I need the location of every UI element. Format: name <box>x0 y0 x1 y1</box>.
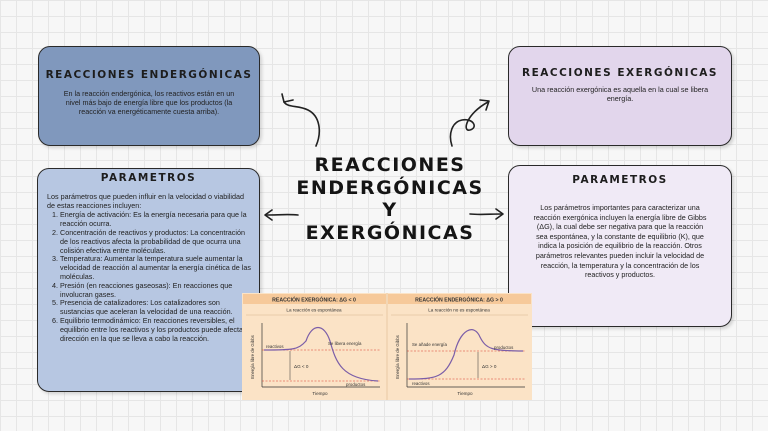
endergonic-card: REACCIONES ENDERGÓNICAS En la reacción e… <box>38 46 260 146</box>
endergonic-graph-header-bar <box>388 294 531 304</box>
main-title-line: EXERGÓNICAS <box>305 221 475 244</box>
main-title-line: ENDERGÓNICAS <box>296 176 484 199</box>
exergonic-energy-label: Se libera energía <box>328 341 362 346</box>
parameters-left-card: PARAMETROS Los parámetros que pueden inf… <box>37 168 260 392</box>
endergonic-reactants-label: reactivos <box>412 381 430 386</box>
exergonic-graph-subheader: La reacción es espontánea <box>286 308 342 313</box>
exergonic-graph: REACCIÓN EXERGÓNICA: ΔG < 0 La reacción … <box>243 294 386 396</box>
parameters-list: Energía de activación: Es la energía nec… <box>38 211 253 343</box>
parameter-item: Concentración de reactivos y productos: … <box>60 228 253 255</box>
endergonic-delta-label: ΔG > 0 <box>482 364 497 369</box>
exergonic-graph-header: REACCIÓN EXERGÓNICA: ΔG < 0 <box>272 296 356 304</box>
exergonic-delta-label: ΔG < 0 <box>294 364 309 369</box>
main-title-line: REACCIONES <box>314 154 466 176</box>
endergonic-y-axis-label: Energía libre de Gibbs <box>395 334 400 378</box>
endergonic-graph: REACCIÓN ENDERGÓNICA: ΔG > 0 La reacción… <box>388 294 531 396</box>
parameters-left-title: PARAMETROS <box>100 172 197 184</box>
arrow-right-icon <box>469 208 504 220</box>
main-title-line: Y <box>382 199 398 221</box>
parameter-item: Presión (en reacciones gaseosas): En rea… <box>60 281 253 300</box>
parameter-item: Temperatura: Aumentar la temperatura sue… <box>60 254 253 281</box>
endergonic-x-axis-label: Tiempo <box>457 391 473 396</box>
endergonic-products-label: productos <box>494 345 514 350</box>
exergonic-card-title: REACCIONES EXERGÓNICAS <box>522 67 718 79</box>
exergonic-x-axis-label: Tiempo <box>312 391 328 396</box>
curved-arrow-left-icon <box>281 93 321 147</box>
exergonic-graph-header-bar <box>243 294 386 304</box>
exergonic-card: REACCIONES EXERGÓNICAS Una reacción exer… <box>508 46 732 146</box>
parameters-right-card: PARAMETROS Los parámetros importantes pa… <box>508 165 732 327</box>
arrow-left-icon <box>264 209 299 221</box>
parameter-item: Equilibrio termodinámico: En reacciones … <box>60 316 253 343</box>
exergonic-products-label: productos <box>346 382 366 387</box>
endergonic-graph-header: REACCIÓN ENDERGÓNICA: ΔG > 0 <box>415 296 503 304</box>
exergonic-y-axis-label: Energía libre de Gibbs <box>250 334 255 378</box>
endergonic-card-title: REACCIONES ENDERGÓNICAS <box>45 69 253 81</box>
parameter-item: Energía de activación: Es la energía nec… <box>60 211 253 229</box>
gibbs-energy-graphs: REACCIÓN EXERGÓNICA: ΔG < 0 La reacción … <box>242 293 532 400</box>
parameter-item: Presencia de catalizadores: Los cataliza… <box>60 299 253 317</box>
parameters-right-title: PARAMETROS <box>572 174 668 186</box>
endergonic-graph-subheader: La reacción no es espontánea <box>428 308 490 313</box>
exergonic-energy-curve <box>263 326 379 382</box>
endergonic-card-text: En la reacción endergónica, los reactivo… <box>63 89 235 117</box>
exergonic-reactants-label: reactivos <box>266 344 284 349</box>
parameters-right-text: Los parámetros importantes para caracter… <box>533 203 707 280</box>
curved-arrow-right-icon <box>449 99 490 147</box>
exergonic-card-text: Una reacción exergónica es aquella en la… <box>531 85 709 104</box>
endergonic-energy-label: Se añade energía <box>412 342 447 347</box>
endergonic-energy-curve <box>408 329 524 380</box>
main-title: REACCIONES ENDERGÓNICAS Y EXERGÓNICAS <box>290 154 490 244</box>
parameters-left-intro: Los parámetros que pueden influir en la … <box>47 192 244 211</box>
